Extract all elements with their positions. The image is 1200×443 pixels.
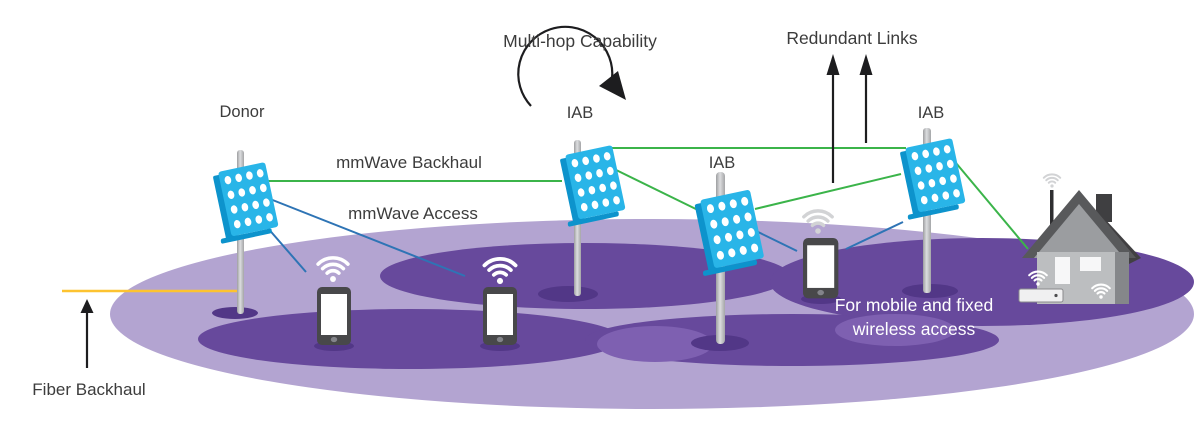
backhaul-iab4-house xyxy=(955,162,1029,250)
mmwave-backhaul-links xyxy=(265,147,1029,250)
access-donor-phone1 xyxy=(265,225,307,273)
base-shadows xyxy=(212,284,958,351)
donor-antenna-panel xyxy=(206,162,280,244)
access-iab4-phone3 xyxy=(845,221,904,250)
donor-label: Donor xyxy=(220,103,265,121)
house-wall-side xyxy=(1115,252,1129,304)
house-chimney xyxy=(1096,194,1112,222)
fiber-backhaul-label: Fiber Backhaul xyxy=(32,380,145,399)
house-gable xyxy=(1034,204,1124,258)
mmwave-access-links xyxy=(265,198,904,277)
router-led xyxy=(1054,293,1058,298)
house-window-2 xyxy=(1080,257,1101,271)
backhaul-iab2-iab3 xyxy=(609,166,703,213)
access-donor-phone2 xyxy=(269,198,466,277)
iab4-antenna-panel xyxy=(893,138,967,220)
multi-hop-label: Multi-hop Capability xyxy=(503,31,657,51)
coverage-overlap-lenses xyxy=(597,314,955,362)
diagram-labels: Donor Multi-hop Capability Redundant Lin… xyxy=(32,28,944,399)
phone-2 xyxy=(483,287,517,345)
backhaul-iab3-iab4 xyxy=(754,173,902,210)
iab4-label: IAB xyxy=(918,104,945,122)
multi-hop-arrow xyxy=(517,25,614,107)
redundant-links-label: Redundant Links xyxy=(786,28,918,48)
phone-3 xyxy=(803,238,839,299)
router xyxy=(1018,288,1064,303)
access-iab3-phone3 xyxy=(755,230,798,252)
iab2-antenna-panel xyxy=(553,145,627,227)
mmwave-backhaul-label: mmWave Backhaul xyxy=(336,153,482,172)
house-antenna-mast xyxy=(1050,190,1054,252)
house xyxy=(1018,173,1141,304)
house-note: For mobile and fixed wireless access xyxy=(835,295,994,339)
iab2-label: IAB xyxy=(567,104,594,122)
house-window-1 xyxy=(1055,257,1070,284)
annotation-arrows xyxy=(80,25,873,368)
iab3-label: IAB xyxy=(709,154,736,172)
house-note-line-2: wireless access xyxy=(852,319,976,339)
phone-1 xyxy=(317,287,351,345)
house-note-line-1: For mobile and fixed xyxy=(835,295,994,315)
wifi-icon-house-mast xyxy=(1042,173,1062,189)
mmwave-access-label: mmWave Access xyxy=(348,204,478,223)
